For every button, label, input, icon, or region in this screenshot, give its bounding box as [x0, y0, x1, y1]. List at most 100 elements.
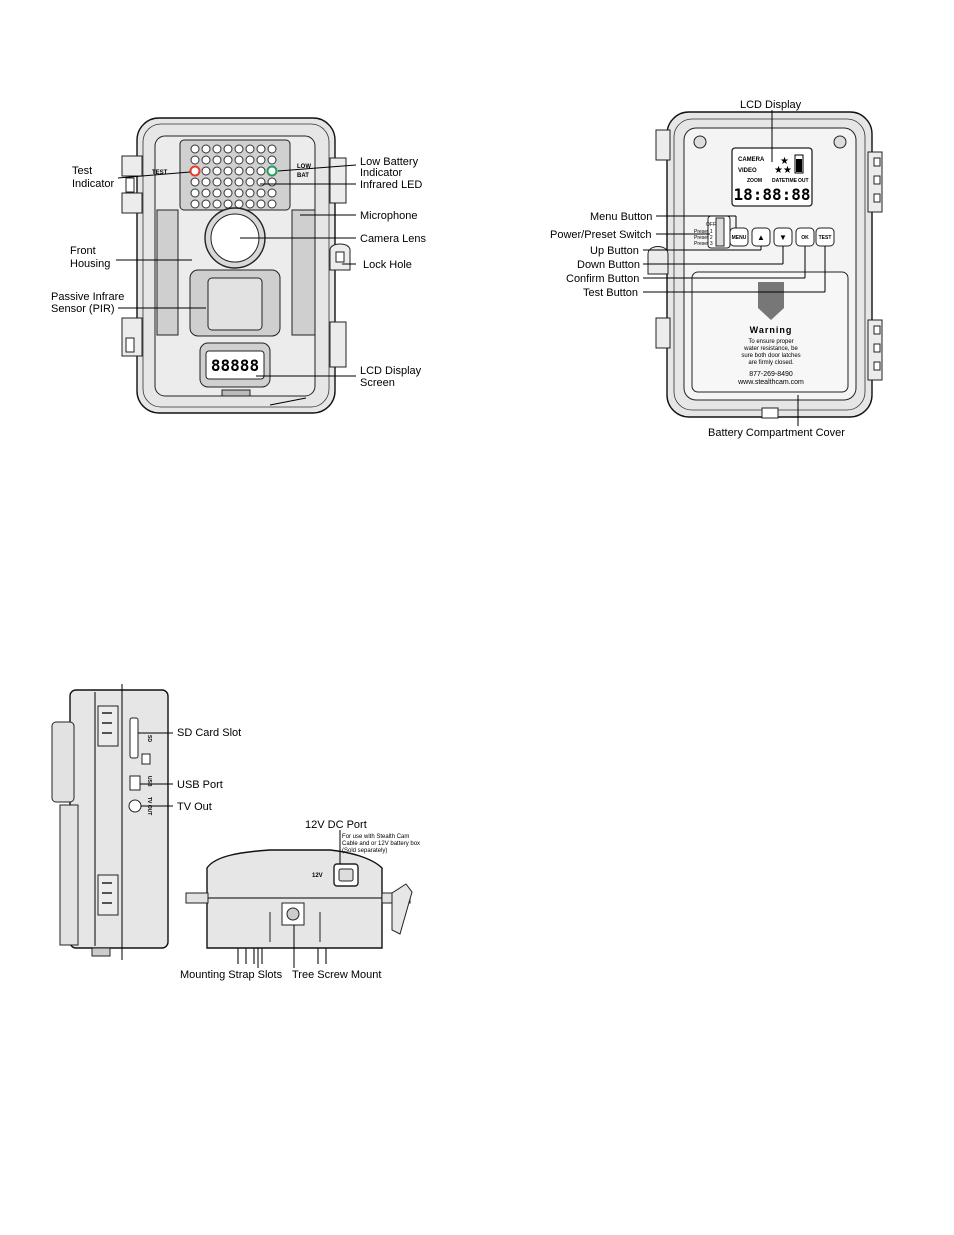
bat-text: BAT — [297, 173, 309, 179]
sd-card-slot-label: SD Card Slot — [177, 727, 241, 739]
infrared-led — [223, 155, 233, 165]
phone-text: 877-269-8490 — [749, 371, 793, 378]
infrared-led — [256, 177, 266, 187]
lcd-screen-label-1: LCD Display — [360, 365, 422, 377]
lcd-digits: 18:88:88 — [733, 185, 810, 204]
usb-port — [129, 775, 141, 791]
front-view-diagram: 88888 TEST LOW BAT Test Indicator Low Ba… — [51, 117, 427, 414]
front-housing-label-1: Front — [70, 245, 96, 257]
infrared-led — [223, 144, 233, 154]
infrared-led — [212, 177, 222, 187]
infrared-led — [212, 144, 222, 154]
switch-off-text: OFF — [706, 222, 716, 228]
front-housing-label-2: Housing — [70, 258, 110, 270]
infrared-led-grid — [190, 144, 277, 209]
side-view-diagram: SD USB TV OUT SD Card Slot USB Port TV O… — [51, 684, 241, 960]
infrared-led — [256, 199, 266, 209]
infrared-led — [256, 166, 266, 176]
infrared-led — [190, 199, 200, 209]
lock-hole-label: Lock Hole — [363, 259, 412, 271]
infrared-led — [234, 144, 244, 154]
down-button-text: ▼ — [779, 233, 787, 242]
infrared-led — [267, 155, 277, 165]
infrared-led — [267, 188, 277, 198]
lcd-display-label: LCD Display — [740, 99, 802, 111]
bottom-view-diagram: 12V 12V DC Port For use with Stealth Cam… — [180, 819, 420, 981]
infrared-led — [245, 177, 255, 187]
infrared-led — [201, 177, 211, 187]
website-text: www.stealthcam.com — [737, 379, 804, 386]
lcd-time-text: TIME — [785, 178, 798, 184]
test-text: TEST — [152, 170, 168, 176]
lcd-star-top: ★ — [780, 156, 789, 167]
infrared-led-label: Infrared LED — [360, 179, 422, 191]
warning-line-3: sure both door latches — [741, 353, 800, 359]
switch-preset2-text: Preset 2 — [694, 235, 713, 241]
infrared-led — [234, 188, 244, 198]
battery-cover-label: Battery Compartment Cover — [708, 427, 845, 439]
lcd-out-text: OUT — [798, 178, 809, 184]
infrared-led — [201, 144, 211, 154]
usb-port-label: USB Port — [177, 779, 223, 791]
ok-button-text: OK — [801, 235, 809, 241]
low-text: LOW — [297, 164, 311, 170]
test-indicator-led — [189, 165, 201, 177]
back-view-diagram: CAMERA VIDEO ★ ★★ ZOOM DATE TIME OUT 18:… — [550, 99, 883, 439]
v12-text: 12V — [312, 873, 323, 879]
infrared-led — [267, 199, 277, 209]
infrared-led — [223, 188, 233, 198]
power-switch-label: Power/Preset Switch — [550, 229, 651, 241]
front-lcd-digits: 88888 — [211, 356, 259, 375]
infrared-led — [190, 177, 200, 187]
low-battery-label-2: Indicator — [360, 167, 403, 179]
infrared-led — [245, 155, 255, 165]
usb-text: USB — [146, 776, 152, 787]
infrared-led — [267, 144, 277, 154]
sd-card-slot — [129, 717, 139, 759]
infrared-led — [223, 166, 233, 176]
warning-title: Warning — [750, 325, 793, 335]
infrared-led — [201, 166, 211, 176]
infrared-led — [223, 199, 233, 209]
test-button-text: TEST — [819, 235, 832, 241]
microphone-label: Microphone — [360, 210, 417, 222]
test-indicator-label-1: Test — [72, 165, 92, 177]
warning-line-4: are firmly closed. — [748, 360, 794, 366]
low-battery-indicator-led — [266, 165, 278, 177]
infrared-led — [212, 155, 222, 165]
cover-grip-icon — [758, 282, 784, 320]
dc-note-line-2: Cable and or 12V battery box — [342, 841, 420, 847]
infrared-led — [234, 199, 244, 209]
infrared-led — [234, 166, 244, 176]
infrared-led — [245, 144, 255, 154]
menu-button-label: Menu Button — [590, 211, 652, 223]
lcd-video-text: VIDEO — [738, 168, 757, 174]
warning-line-1: To ensure proper — [748, 339, 793, 345]
infrared-led — [190, 155, 200, 165]
dc-port-label: 12V DC Port — [305, 819, 367, 831]
infrared-led — [256, 144, 266, 154]
test-indicator-label-2: Indicator — [72, 178, 115, 190]
up-button-text: ▲ — [757, 233, 765, 242]
infrared-led — [201, 155, 211, 165]
infrared-led — [212, 199, 222, 209]
lcd-star-bottom: ★★ — [774, 165, 792, 176]
switch-preset3-text: Preset 3 — [694, 241, 713, 247]
camera-lens-label: Camera Lens — [360, 233, 427, 245]
infrared-led — [190, 188, 200, 198]
infrared-led — [245, 199, 255, 209]
infrared-led — [212, 166, 222, 176]
tree-screw-label: Tree Screw Mount — [292, 969, 381, 981]
sd-text: SD — [146, 735, 152, 742]
menu-button — [729, 227, 749, 247]
battery-compartment-cover — [691, 271, 849, 393]
infrared-led — [256, 155, 266, 165]
infrared-led — [234, 177, 244, 187]
pir-label-1: Passive Infrare — [51, 291, 124, 303]
dc-note-line-3: (Sold separately) — [342, 848, 387, 854]
infrared-led — [245, 188, 255, 198]
lcd-camera-text: CAMERA — [738, 157, 765, 163]
confirm-button-label: Confirm Button — [566, 273, 639, 285]
menu-button-text: MENU — [732, 235, 747, 241]
low-battery-label-1: Low Battery — [360, 156, 419, 168]
